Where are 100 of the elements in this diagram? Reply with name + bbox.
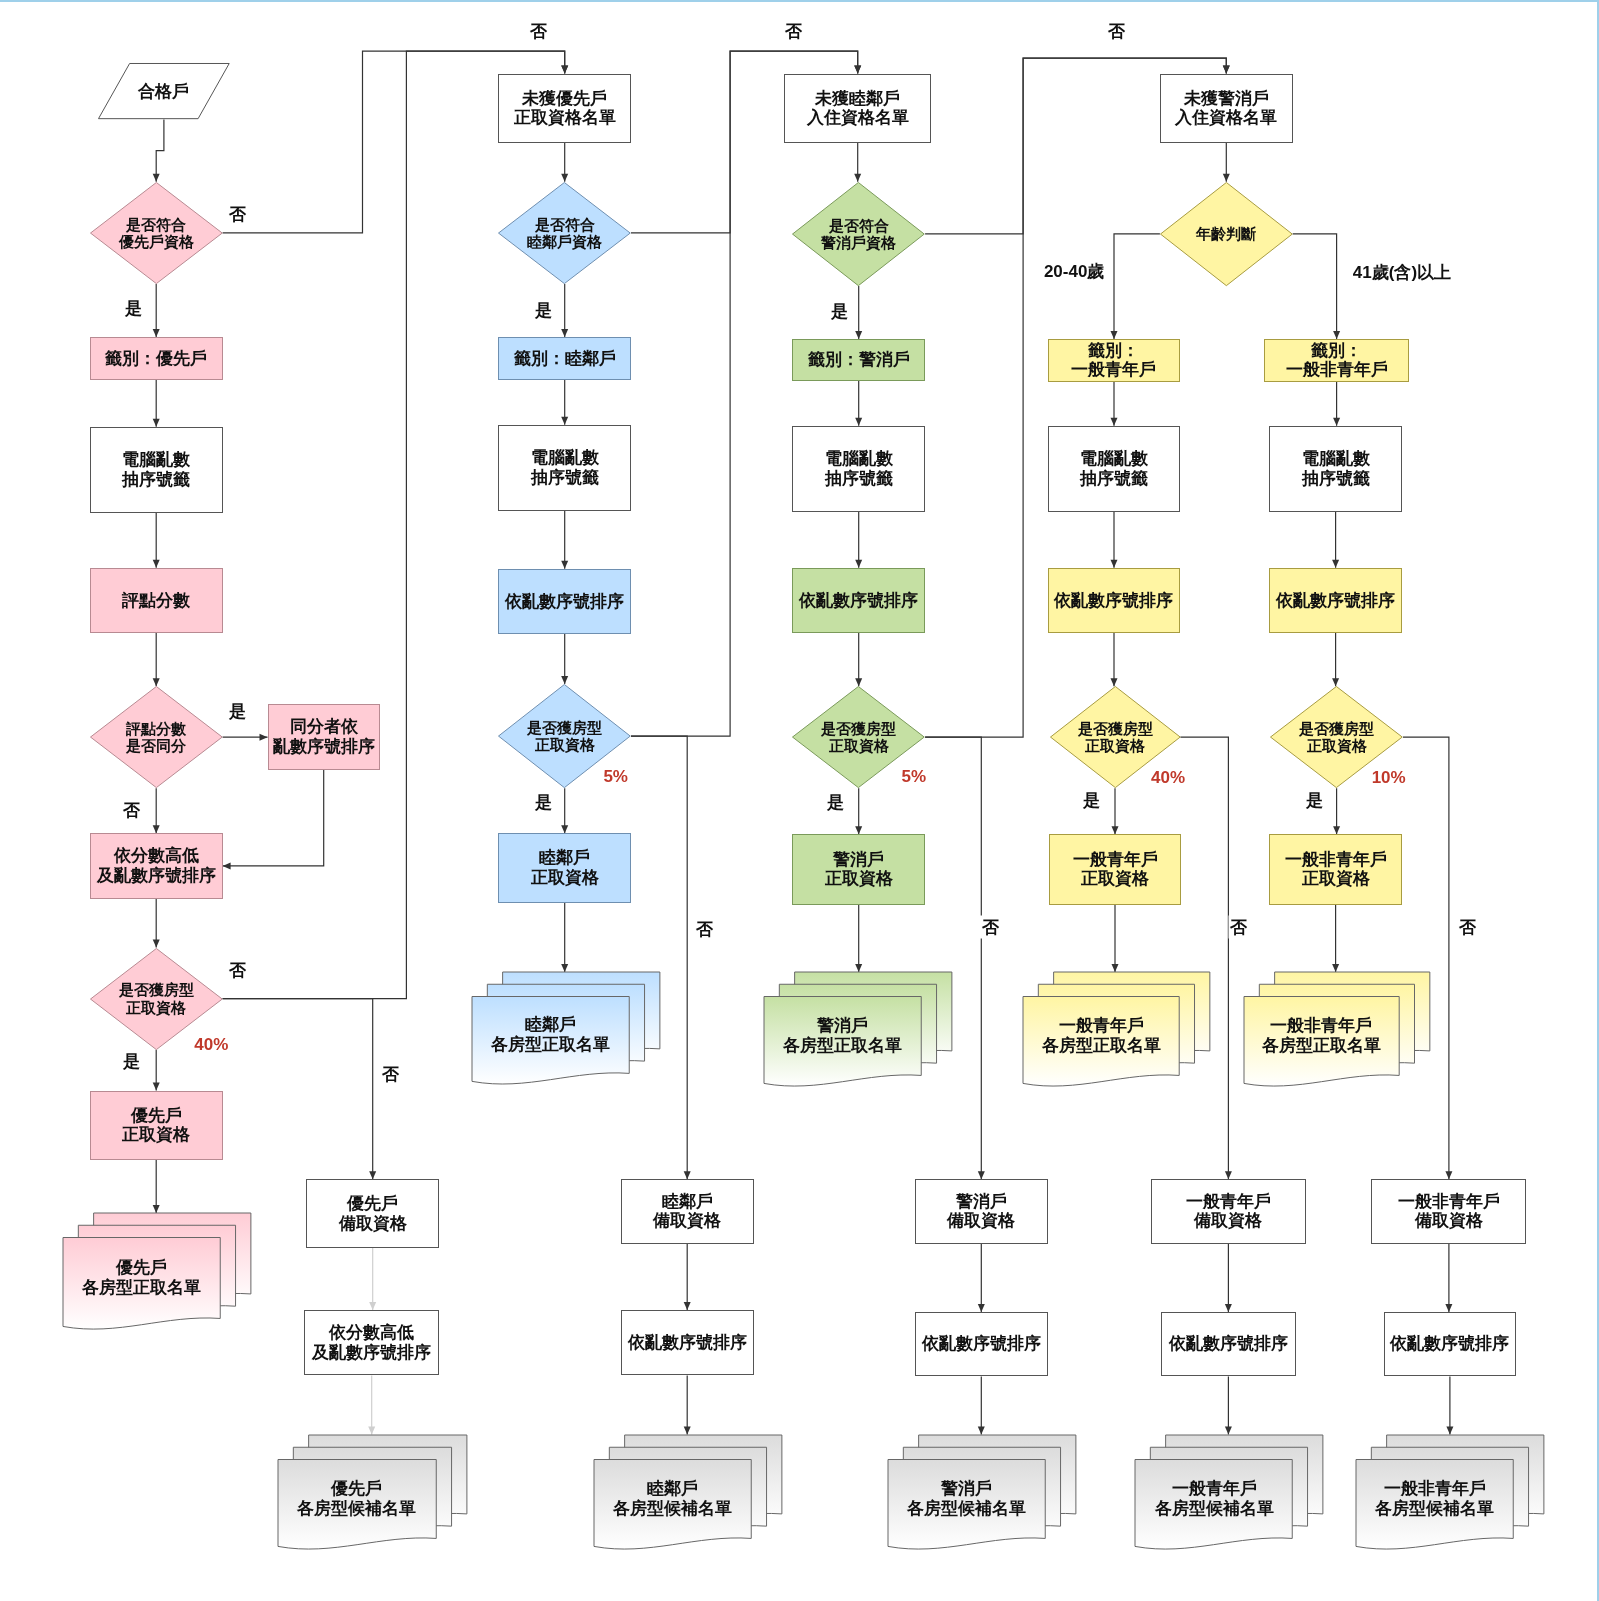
node-text: 籤別：一般非青年戶 (1285, 340, 1388, 380)
document-stack (1023, 972, 1210, 1090)
decision-diamond (89, 181, 223, 284)
arrow (152, 632, 160, 687)
document-stack (277, 1434, 467, 1552)
arrow (368, 1374, 376, 1436)
edge-label: 否 (979, 915, 1001, 939)
arrow (1110, 381, 1118, 427)
document-stack (1243, 972, 1430, 1090)
node-text: 依亂數序號排序 (1168, 1334, 1288, 1354)
arrow (855, 285, 863, 340)
decision-diamond (792, 686, 926, 789)
node-text: 籤別：警消戶 (807, 350, 910, 370)
node-text: 睦鄰戶各房型候補名單 (613, 1479, 733, 1519)
arrow (561, 902, 569, 973)
arrow (924, 736, 985, 1180)
arrow (855, 787, 863, 835)
node-text: 是否獲房型正取資格 (118, 981, 194, 1016)
arrow (1179, 736, 1232, 1180)
process-box (89, 426, 223, 513)
process-box (498, 336, 631, 380)
process-box (267, 703, 380, 770)
node-text: 是否符合優先戶資格 (118, 215, 194, 251)
process-box (89, 833, 223, 899)
node-text: 電腦亂數抽序號籤 (122, 450, 191, 490)
arrow (561, 509, 569, 570)
node-text: 一般非青年戶各房型正取名單 (1261, 1016, 1381, 1056)
document-stack (471, 972, 660, 1088)
node-text: 年齡判斷 (1196, 225, 1257, 243)
process-box (1264, 339, 1410, 382)
arrow (1446, 1375, 1454, 1436)
process-box (792, 834, 926, 905)
arrow (1222, 142, 1230, 183)
node-text: 依亂數序號排序 (1054, 590, 1174, 611)
node-text: 是否符合警消戶資格 (821, 216, 897, 252)
node-text: 評點分數是否同分 (126, 719, 187, 755)
arrow (1110, 632, 1118, 687)
arrow (1402, 736, 1453, 1180)
arrow (855, 380, 863, 427)
node-text: 未獲警消戶入住資格名單 (1175, 88, 1278, 128)
node-text: 依分數高低及亂數序號排序 (96, 846, 216, 886)
arrow (1111, 904, 1119, 973)
document-stack (63, 1213, 252, 1333)
node-text: 電腦亂數抽序號籤 (530, 448, 599, 488)
process-box (1047, 339, 1181, 382)
process-box (498, 73, 631, 143)
node-text: 一般青年戶備取資格 (1185, 1191, 1271, 1232)
arrow (222, 733, 269, 741)
arrow (1333, 787, 1341, 835)
process-box (304, 1310, 440, 1376)
edge-label: 41歲(含)以上 (1350, 260, 1454, 284)
node-text: 警消戶各房型候補名單 (907, 1479, 1027, 1519)
process-box (792, 567, 926, 634)
process-box (1269, 834, 1402, 905)
arrow (855, 511, 863, 569)
process-box (306, 1179, 440, 1248)
decision-diamond (498, 684, 631, 789)
arrow (152, 1049, 160, 1092)
node-text: 警消戶正取資格 (824, 849, 893, 889)
node-text: 是否獲房型正取資格 (1077, 719, 1153, 755)
document-stack (763, 972, 952, 1090)
node-text: 優先戶備取資格 (338, 1194, 407, 1234)
node-text: 籤別：睦鄰戶 (513, 348, 616, 369)
node-text: 警消戶各房型正取名單 (782, 1016, 902, 1056)
node-text: 優先戶正取資格 (122, 1105, 191, 1145)
node-text: 籤別：一般青年戶 (1071, 340, 1157, 380)
decision-diamond (1159, 181, 1293, 286)
process-box (89, 567, 223, 634)
percentage-label: 40% (194, 1034, 229, 1055)
document-stack (1135, 1434, 1324, 1552)
input-parallelogram (98, 63, 230, 120)
document-stack (1356, 1434, 1544, 1552)
arrow (977, 1375, 985, 1436)
process-box (1160, 1312, 1296, 1377)
process-box (1047, 425, 1181, 512)
arrow (152, 787, 160, 834)
arrow (152, 1159, 160, 1214)
process-box (1371, 1179, 1527, 1244)
node-text: 同分者依亂數序號排序 (272, 717, 375, 757)
node-text: 依亂數序號排序 (921, 1334, 1041, 1354)
arrow (1332, 632, 1340, 687)
node-text: 優先戶各房型候補名單 (297, 1479, 417, 1519)
decision-diamond (792, 181, 926, 286)
arrow (152, 118, 165, 183)
node-text: 是否獲房型正取資格 (821, 719, 897, 755)
node-text: 是否符合睦鄰戶資格 (527, 215, 603, 251)
process-box (1269, 567, 1402, 634)
process-box (620, 1179, 754, 1244)
node-text: 睦鄰戶各房型正取名單 (490, 1015, 610, 1055)
arrow (1111, 787, 1119, 835)
node-text: 評點分數 (122, 590, 191, 611)
node-text: 一般青年戶各房型正取名單 (1041, 1016, 1161, 1056)
process-box (620, 1310, 754, 1376)
node-text: 睦鄰戶備取資格 (653, 1191, 722, 1232)
arrow (1292, 233, 1341, 340)
percentage-label: 5% (603, 767, 628, 788)
node-text: 依亂數序號排序 (1276, 590, 1396, 611)
arrow (152, 897, 160, 949)
process-box (89, 1090, 223, 1160)
node-text: 電腦亂數抽序號籤 (1079, 449, 1148, 489)
